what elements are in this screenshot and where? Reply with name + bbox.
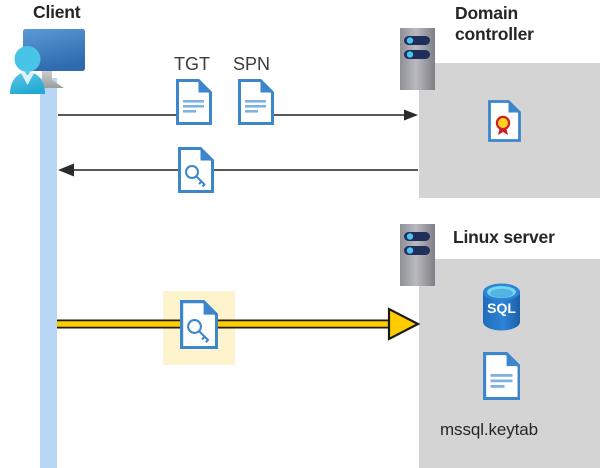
domain-controller-title: Domain controller: [455, 3, 600, 45]
arrow-service-ticket-response: [58, 163, 418, 177]
document-icon-spn: [238, 79, 274, 125]
document-icon-tgt: [176, 79, 212, 125]
domain-controller-title-line1: Domain: [455, 3, 518, 23]
keytab-filename-label: mssql.keytab: [440, 420, 539, 439]
linux-server-title: Linux server: [453, 227, 555, 247]
sql-icon-label: SQL: [487, 300, 516, 316]
server-rack-icon-linux-server: [400, 224, 435, 286]
domain-controller-title-line2: controller: [455, 24, 534, 44]
arrow-request-tgt-spn: [58, 109, 418, 121]
client-workstation-icon: [10, 29, 85, 94]
key-document-icon-response: [178, 147, 214, 193]
certificate-document-icon: [488, 100, 521, 142]
spn-label: SPN: [233, 54, 271, 74]
client-lifeline: [40, 78, 57, 468]
arrow-present-service-ticket: [57, 307, 421, 341]
client-title: Client: [33, 2, 81, 22]
server-rack-icon-domain-controller: [400, 28, 435, 90]
sql-database-icon: SQL: [483, 283, 520, 331]
key-document-icon-service-ticket: [180, 300, 218, 349]
tgt-label: TGT: [174, 54, 210, 74]
keytab-document-icon: [483, 352, 520, 400]
